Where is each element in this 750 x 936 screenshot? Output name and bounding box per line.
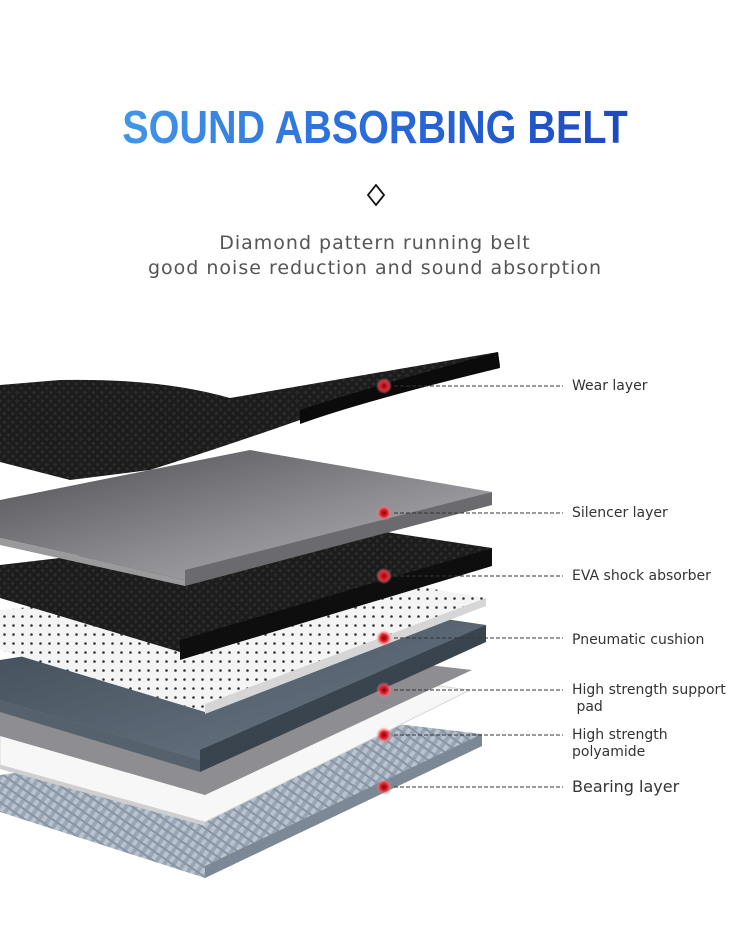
marker-support [376, 682, 563, 698]
marker-polyamide [376, 727, 563, 743]
page-title: SOUND ABSORBING BELT [53, 100, 698, 154]
subtitle-line-2: good noise reduction and sound absorptio… [147, 257, 603, 279]
belt-layers-illustration [0, 352, 563, 878]
wear-layer-shape [0, 352, 500, 480]
marker-eva [376, 568, 563, 584]
label-polyamide-line1: High strength [572, 727, 668, 743]
diamond-icon [366, 184, 386, 206]
subtitle-line-1: Diamond pattern running belt [219, 232, 531, 254]
marker-pneumatic [376, 630, 563, 646]
marker-wear [376, 378, 563, 394]
label-pneumatic-cushion: Pneumatic cushion [572, 632, 705, 648]
label-support-pad-line2: pad [572, 699, 603, 715]
label-support-pad: High strength support pad [572, 682, 747, 716]
marker-silencer [376, 505, 563, 521]
silencer-layer-shape [0, 450, 492, 586]
label-polyamide-line2: polyamide [572, 744, 646, 760]
label-support-pad-line1: High strength support [572, 682, 726, 698]
label-bearing-layer: Bearing layer [572, 777, 680, 796]
marker-bearing [376, 779, 563, 795]
label-silencer-layer: Silencer layer [572, 505, 668, 521]
label-polyamide: High strength polyamide [572, 727, 747, 761]
label-eva-shock-absorber: EVA shock absorber [572, 568, 711, 584]
label-wear-layer: Wear layer [572, 378, 648, 394]
